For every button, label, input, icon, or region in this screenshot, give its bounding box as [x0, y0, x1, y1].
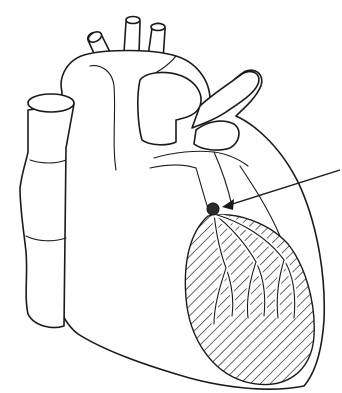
conduction-node-marker [207, 203, 219, 215]
